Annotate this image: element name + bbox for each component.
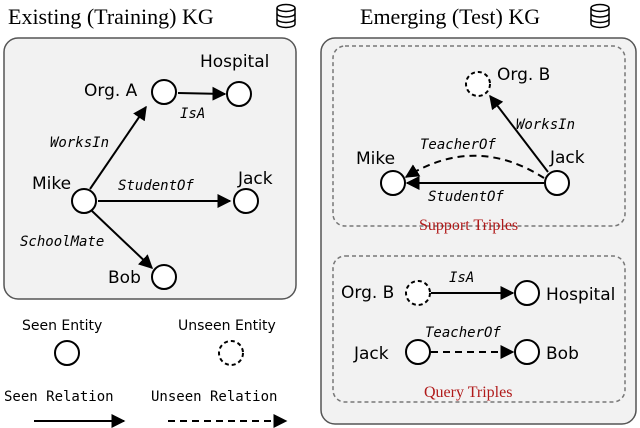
edge-jack-orgb <box>489 94 549 173</box>
query-triples-box <box>332 255 626 403</box>
support-triples-box <box>332 45 626 227</box>
existing-kg-panel <box>3 37 297 300</box>
entity-label-hospital: Hospital <box>546 285 615 305</box>
relation-label-student-of: StudentOf <box>428 189 504 205</box>
entity-node-hospital <box>514 280 540 306</box>
legend-seen-entity-icon <box>54 340 80 366</box>
relation-label-works-in: WorksIn <box>516 117 575 133</box>
entity-label-bob: Bob <box>546 344 579 364</box>
edge-mike-orga <box>89 105 147 190</box>
legend-seen-entity-label: Seen Entity <box>22 318 102 334</box>
relation-label-is-a: IsA <box>449 270 474 286</box>
entity-node-bob <box>151 264 177 290</box>
relation-label-teacher-of: TeacherOf <box>420 137 496 153</box>
support-triples-caption: Support Triples <box>419 217 518 234</box>
entity-node-mike <box>71 188 97 214</box>
legend-seen-relation-label: Seen Relation <box>4 389 114 405</box>
entity-node-jack <box>544 170 570 196</box>
entity-node-mike <box>380 170 406 196</box>
entity-label-jack: Jack <box>237 169 273 189</box>
entity-label-jack: Jack <box>353 344 389 364</box>
entity-node-org-b-unseen <box>405 280 431 306</box>
edge-orga-hospital <box>177 86 227 101</box>
relation-label-works-in: WorksIn <box>50 135 109 151</box>
database-icon <box>590 3 610 29</box>
relation-label-teacher-of: TeacherOf <box>425 325 501 341</box>
entity-node-hospital <box>226 81 252 107</box>
legend-unseen-relation-label: Unseen Relation <box>151 389 277 405</box>
relation-label-student-of: StudentOf <box>118 178 194 194</box>
edge-jack-mike-teacher-of <box>404 154 545 179</box>
entity-label-mike: Mike <box>32 174 71 194</box>
relation-label-is-a: IsA <box>180 106 205 122</box>
entity-node-jack <box>233 188 259 214</box>
entity-label-mike: Mike <box>356 149 395 169</box>
entity-label-bob: Bob <box>108 268 141 288</box>
entity-label-org-a: Org. A <box>84 81 138 101</box>
entity-node-org-a <box>151 79 177 105</box>
edge-mike-bob <box>91 210 154 269</box>
entity-node-org-b-unseen <box>465 71 491 97</box>
entity-node-bob <box>514 339 540 365</box>
legend-unseen-entity-label: Unseen Entity <box>178 318 276 334</box>
relation-label-school-mate: SchoolMate <box>20 234 104 250</box>
left-panel-title: Existing (Training) KG <box>8 4 214 29</box>
legend-unseen-entity-icon <box>218 340 244 366</box>
entity-label-org-b: Org. B <box>497 65 550 85</box>
entity-label-jack: Jack <box>549 148 585 168</box>
emerging-kg-panel <box>320 37 637 425</box>
database-icon <box>276 3 296 29</box>
entity-node-jack <box>405 339 431 365</box>
query-triples-caption: Query Triples <box>424 384 512 401</box>
entity-label-hospital: Hospital <box>200 52 269 72</box>
entity-label-org-b: Org. B <box>341 283 394 303</box>
right-panel-title: Emerging (Test) KG <box>360 4 540 29</box>
